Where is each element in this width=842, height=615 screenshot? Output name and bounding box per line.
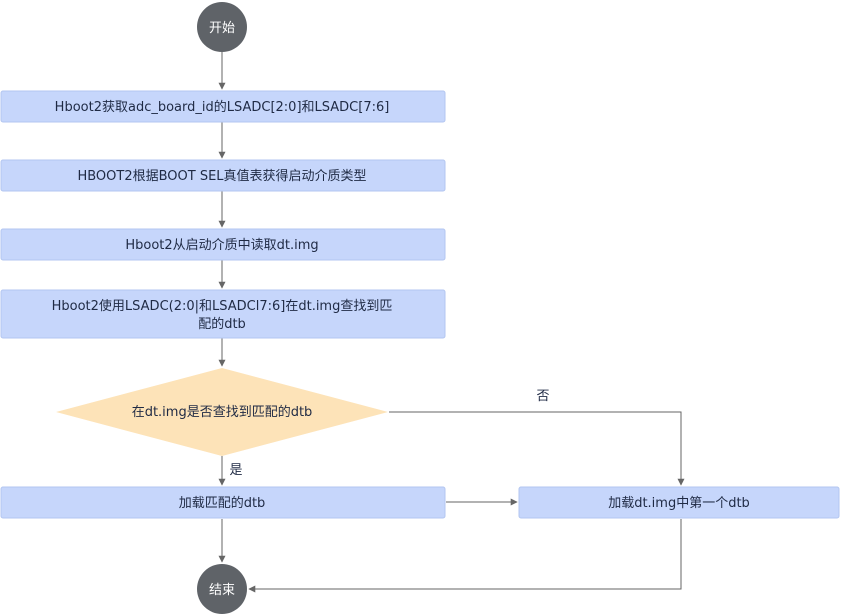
step-find-dtb: Hboot2使用LSADC(2:0|和LSADCl7:6]在dt.img查找到匹… [0,289,446,339]
start-node: 开始 [197,2,247,52]
step-get-boot-media: HBOOT2根据BOOT SEL真值表获得启动介质类型 [0,159,446,192]
step-load-matched: 加载匹配的dtb [0,486,446,519]
decision-found-dtb-label: 在dt.img是否查找到匹配的dtb [132,404,313,420]
start-label: 开始 [209,21,235,36]
step-load-matched-label: 加载匹配的dtb [179,495,266,511]
step-load-first-label: 加载dt.img中第一个dtb [608,496,750,511]
step-load-first: 加载dt.img中第一个dtb [518,486,840,519]
edge-load-first-to-end [248,519,682,593]
step-find-dtb-label-line2: 配的dtb [198,316,246,332]
end-node: 结束 [197,564,247,614]
step-read-dtimg-label: Hboot2从启动介质中读取dt.img [125,238,318,253]
end-label: 结束 [209,583,235,598]
step-get-boot-media-label: HBOOT2根据BOOT SEL真值表获得启动介质类型 [77,168,366,184]
step-get-board-id: Hboot2获取adc_board_id的LSADC[2:0]和LSADC[7:… [0,90,446,123]
edge-label-yes: 是 [229,463,242,478]
decision-found-dtb: 在dt.img是否查找到匹配的dtb [56,368,388,456]
step-find-dtb-label-line1: Hboot2使用LSADC(2:0|和LSADCl7:6]在dt.img查找到匹 [52,298,393,314]
edge-label-no: 否 [536,389,549,404]
step-read-dtimg: Hboot2从启动介质中读取dt.img [0,228,446,261]
step-get-board-id-label: Hboot2获取adc_board_id的LSADC[2:0]和LSADC[7:… [55,99,390,115]
edges [218,52,685,593]
edge-decision-no-to-load-first [389,411,685,486]
